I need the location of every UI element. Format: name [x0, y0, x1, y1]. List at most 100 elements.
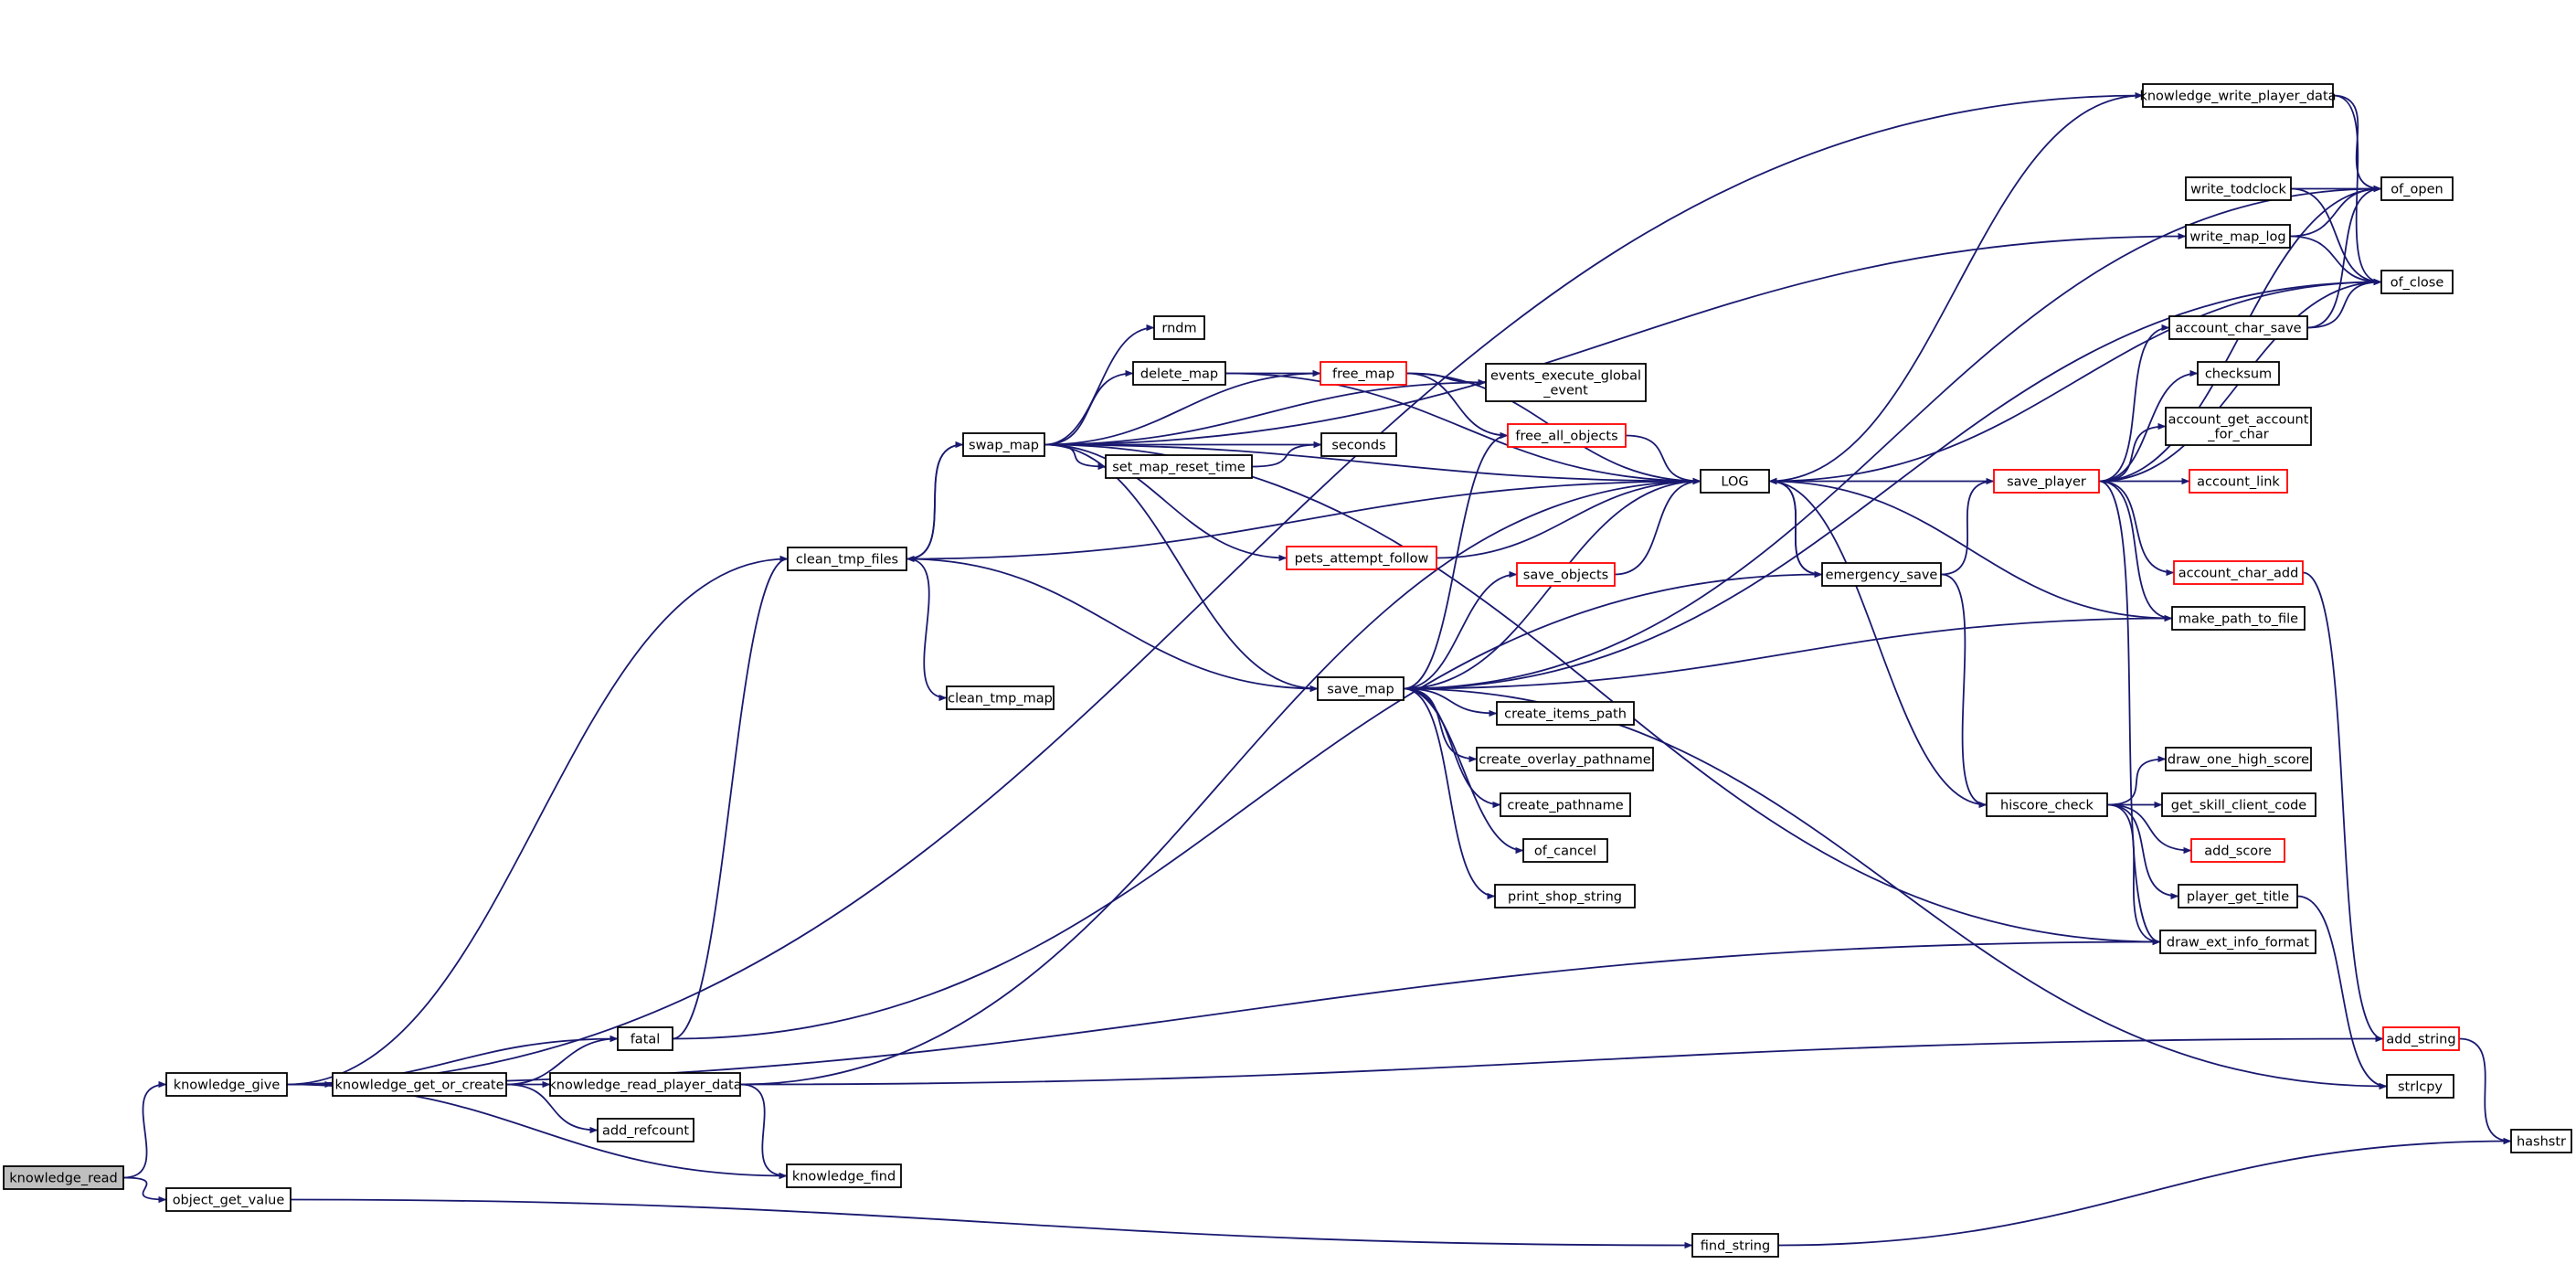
node-of-open[interactable]: of_open	[2380, 176, 2454, 201]
node-pets-attempt-follow[interactable]: pets_attempt_follow	[1286, 546, 1437, 570]
node-label: knowledge_write_player_data	[2139, 90, 2336, 104]
node-knowledge-find[interactable]: knowledge_find	[786, 1163, 902, 1188]
node-of-cancel[interactable]: of_cancel	[1522, 838, 1608, 863]
node-write-map-log[interactable]: write_map_log	[2185, 224, 2291, 249]
node-account-get-account-for-char[interactable]: account_get_account_for_char	[2165, 407, 2312, 446]
node-box	[2159, 930, 2316, 954]
node-draw-ext-info-format[interactable]: draw_ext_info_format	[2159, 930, 2316, 954]
edge-save_map-to-save_objects	[1403, 570, 1518, 690]
node-account-char-add[interactable]: account_char_add	[2173, 560, 2304, 585]
node-knowledge-read[interactable]: knowledge_read	[3, 1165, 124, 1190]
edge-knowledge_write_player_data-to-LOG	[1768, 94, 2144, 485]
node-box	[2380, 270, 2454, 294]
node-checksum[interactable]: checksum	[2197, 361, 2280, 386]
node-label: account_link	[2197, 475, 2280, 490]
edge-save_objects-to-LOG	[1614, 477, 1701, 576]
node-box	[1516, 562, 1616, 587]
edge-free_map-to-free_all_objects	[1405, 372, 1509, 440]
node-clean-tmp-files[interactable]: clean_tmp_files	[787, 547, 907, 571]
node-create-pathname[interactable]: create_pathname	[1500, 792, 1631, 817]
edge-player_get_title-to-strlcpy	[2296, 895, 2388, 1090]
node-get-skill-client-code[interactable]: get_skill_client_code	[2161, 792, 2316, 817]
node-create-overlay-pathname[interactable]: create_overlay_pathname	[1476, 747, 1654, 771]
edge-hiscore_check-to-LOG	[1768, 477, 1988, 806]
edge-save_map-to-create_overlay_pathname	[1403, 687, 1478, 763]
node-create-items-path[interactable]: create_items_path	[1496, 701, 1635, 726]
node-find-string[interactable]: find_string	[1691, 1233, 1779, 1258]
node-box	[1494, 884, 1636, 908]
node-knowledge-read-player-data[interactable]: knowledge_read_player_data	[548, 1072, 742, 1097]
node-box	[786, 1163, 902, 1188]
node-add-string[interactable]: add_string	[2382, 1026, 2460, 1051]
node-label: knowledge_read_player_data	[548, 1078, 741, 1093]
node-label: draw_ext_info_format	[2167, 936, 2309, 951]
node-account-char-save[interactable]: account_char_save	[2168, 315, 2308, 340]
node-seconds[interactable]: seconds	[1320, 432, 1397, 457]
node-box	[2161, 792, 2316, 817]
node-hiscore-check[interactable]: hiscore_check	[1986, 792, 2108, 817]
edge-swap_map-to-pets_attempt_follow	[1044, 443, 1288, 562]
node-make-path-to-file[interactable]: make_path_to_file	[2171, 606, 2306, 631]
node-label: set_map_reset_time	[1112, 461, 1246, 475]
node-box	[332, 1072, 507, 1097]
node-swap-map[interactable]: swap_map	[962, 432, 1045, 457]
node-knowledge-write-player-data[interactable]: knowledge_write_player_data	[2139, 83, 2337, 108]
node-events-execute-global-event[interactable]: events_execute_global_event	[1485, 363, 1647, 402]
node-box	[2171, 606, 2306, 631]
node-strlcpy[interactable]: strlcpy	[2386, 1074, 2454, 1099]
node-clean-tmp-map[interactable]: clean_tmp_map	[946, 685, 1055, 710]
edge-swap_map-to-draw_ext_info_format	[1044, 443, 2161, 946]
edge-pets_attempt_follow-to-LOG	[1436, 477, 1701, 559]
node-fatal[interactable]: fatal	[617, 1026, 673, 1051]
node-label: save_player	[2007, 475, 2086, 490]
edge-swap_map-to-clean_tmp_files	[906, 443, 964, 563]
edge-knowledge_read-to-object_get_value	[122, 1176, 167, 1204]
node-knowledge-get-or-create[interactable]: knowledge_get_or_create	[332, 1072, 507, 1097]
node-account-link[interactable]: account_link	[2189, 469, 2288, 494]
node-rndm[interactable]: rndm	[1153, 315, 1205, 340]
node-write-todclock[interactable]: write_todclock	[2185, 176, 2292, 201]
node-box	[597, 1118, 694, 1142]
node-print-shop-string[interactable]: print_shop_string	[1494, 884, 1636, 908]
node-box	[1986, 792, 2108, 817]
edge-save_map-to-make_path_to_file	[1403, 614, 2173, 690]
node-label: clean_tmp_map	[948, 692, 1053, 707]
edge-set_map_reset_time-to-seconds	[1251, 441, 1322, 468]
node-player-get-title[interactable]: player_get_title	[2178, 884, 2298, 908]
edge-swap_map-to-events_execute_global_event	[1044, 378, 1487, 446]
edge-account_char_save-to-of_close	[2306, 278, 2382, 329]
node-save-objects[interactable]: save_objects	[1516, 562, 1616, 587]
node-label: seconds	[1331, 439, 1385, 453]
node-draw-one-high-score[interactable]: draw_one_high_score	[2165, 747, 2312, 771]
node-label: knowledge_give	[174, 1078, 281, 1093]
node-LOG[interactable]: LOG	[1700, 469, 1770, 494]
node-of-close[interactable]: of_close	[2380, 270, 2454, 294]
node-add-refcount[interactable]: add_refcount	[597, 1118, 694, 1142]
node-object-get-value[interactable]: object_get_value	[165, 1187, 292, 1212]
node-set-map-reset-time[interactable]: set_map_reset_time	[1105, 454, 1253, 479]
node-label: free_map	[1332, 367, 1394, 382]
node-box	[1821, 562, 1942, 587]
node-box	[1286, 546, 1437, 570]
edge-save_map-to-create_pathname	[1403, 687, 1501, 809]
edge-clean_tmp_files-to-clean_tmp_map	[906, 558, 948, 702]
node-free-map[interactable]: free_map	[1320, 361, 1407, 386]
node-hashstr[interactable]: hashstr	[2510, 1129, 2572, 1153]
edge-hiscore_check-to-draw_one_high_score	[2106, 755, 2167, 806]
node-save-map[interactable]: save_map	[1317, 676, 1405, 701]
node-knowledge-give[interactable]: knowledge_give	[165, 1072, 288, 1097]
node-box	[2380, 176, 2454, 201]
node-box	[2185, 224, 2291, 249]
node-box	[2190, 838, 2285, 863]
node-label: events_execute_global	[1490, 369, 1641, 384]
node-save-player[interactable]: save_player	[1993, 469, 2100, 494]
node-label: strlcpy	[2398, 1080, 2443, 1095]
node-free-all-objects[interactable]: free_all_objects	[1507, 423, 1627, 448]
node-label: add_string	[2386, 1033, 2455, 1047]
edge-save_map-to-print_shop_string	[1403, 687, 1496, 900]
node-emergency-save[interactable]: emergency_save	[1821, 562, 1942, 587]
node-delete-map[interactable]: delete_map	[1132, 361, 1226, 386]
edge-account_char_add-to-add_string	[2302, 571, 2384, 1043]
edge-fatal-to-emergency_save	[672, 570, 1823, 1040]
node-add-score[interactable]: add_score	[2190, 838, 2285, 863]
